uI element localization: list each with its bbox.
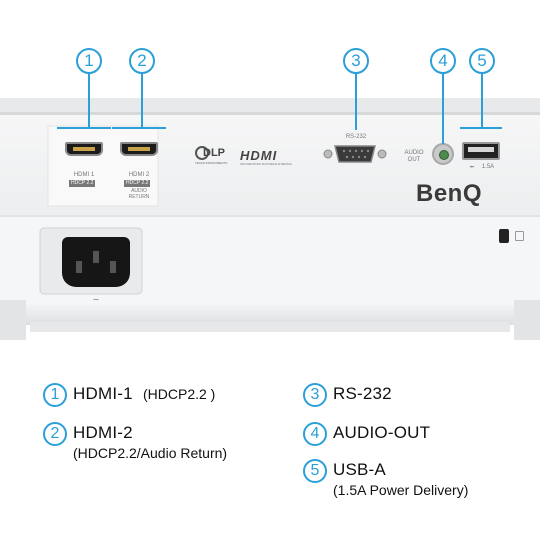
legend-5-number: 5 <box>303 459 327 483</box>
ac-power-socket[interactable] <box>62 237 130 287</box>
dlp-logo-sub: TEXAS INSTRUMENTS <box>195 161 228 165</box>
callout-2: 2 <box>129 48 155 74</box>
legend-3-number: 3 <box>303 383 327 407</box>
callout-4: 4 <box>430 48 456 74</box>
ac-pin-right <box>110 261 116 273</box>
lock-icon <box>515 231 524 241</box>
legend-1-title-suffix: (HDCP2.2 ) <box>143 386 216 402</box>
usb-rating-label: 1.5A <box>481 164 495 170</box>
hdmi-1-port-contacts <box>73 147 95 151</box>
legend-4-number: 4 <box>303 422 327 446</box>
callout-5: 5 <box>469 48 495 74</box>
legend-5-title: USB-A <box>333 460 386 479</box>
legend-2-number: 2 <box>43 422 67 446</box>
hdmi-1-label: HDMI 1 <box>73 172 95 178</box>
hdmi-logo-text: HDMI <box>240 148 278 163</box>
hdmi-1-callout-box <box>57 127 111 129</box>
hdmi-2-port[interactable] <box>120 142 158 156</box>
hdmi-2-badge: HDCP 2.2 <box>124 180 151 187</box>
hdmi-1-badge: HDCP 2.2 <box>69 180 96 187</box>
projector-rear-panel: HDMI 1 HDCP 2.2 HDMI 2 HDCP 2.2 AUDIO RE… <box>0 48 540 340</box>
usb-callout-box <box>460 127 502 129</box>
legend-2-sub: (HDCP2.2/Audio Return) <box>73 445 228 461</box>
dlp-logo: DLP TEXAS INSTRUMENTS <box>195 146 227 166</box>
hdmi-2-label: HDMI 2 <box>128 172 150 178</box>
leader-3 <box>355 74 357 130</box>
legend-2-title: HDMI-2 <box>73 423 133 442</box>
dlp-logo-ring <box>195 146 209 160</box>
usb-a-port-tongue <box>468 147 494 152</box>
leader-5 <box>481 74 483 128</box>
dlp-logo-text: DLP <box>203 147 225 159</box>
legend-3-title: RS-232 <box>333 384 392 403</box>
audio-out-port[interactable] <box>432 143 454 165</box>
legend-4-title: AUDIO-OUT <box>333 423 431 442</box>
benq-logo: BenQ <box>416 180 483 207</box>
rs232-port[interactable] <box>322 142 388 166</box>
hdmi-logo: HDMI HIGH-DEFINITION MULTIMEDIA INTERFAC… <box>240 148 298 168</box>
leader-4 <box>442 74 444 144</box>
usb-a-port[interactable] <box>462 142 500 160</box>
rs232-port-shape <box>323 145 387 163</box>
kensington-lock-slot[interactable] <box>499 229 509 243</box>
audio-out-label: AUDIO OUT <box>404 150 424 163</box>
ac-pin-middle <box>93 251 99 263</box>
legend-1-title: HDMI-1 <box>73 384 133 403</box>
hdmi-2-port-contacts <box>128 147 150 151</box>
hdmi-1-port[interactable] <box>65 142 103 156</box>
hdmi-logo-sub: HIGH-DEFINITION MULTIMEDIA INTERFACE <box>240 163 292 166</box>
hdmi-2-sub-label: AUDIO RETURN <box>128 188 150 200</box>
leader-1 <box>88 74 90 128</box>
rs232-label: RS-232 <box>345 134 367 140</box>
ac-symbol: ∼ <box>92 295 100 304</box>
leader-2 <box>141 74 143 128</box>
hdmi-2-callout-box <box>112 127 166 129</box>
callout-1: 1 <box>76 48 102 74</box>
audio-out-jack <box>439 150 449 160</box>
usb-icon: ⭼ <box>469 164 475 171</box>
ac-pin-left <box>76 261 82 273</box>
legend-5-sub: (1.5A Power Delivery) <box>333 482 469 498</box>
legend-1-number: 1 <box>43 383 67 407</box>
callout-3: 3 <box>343 48 369 74</box>
